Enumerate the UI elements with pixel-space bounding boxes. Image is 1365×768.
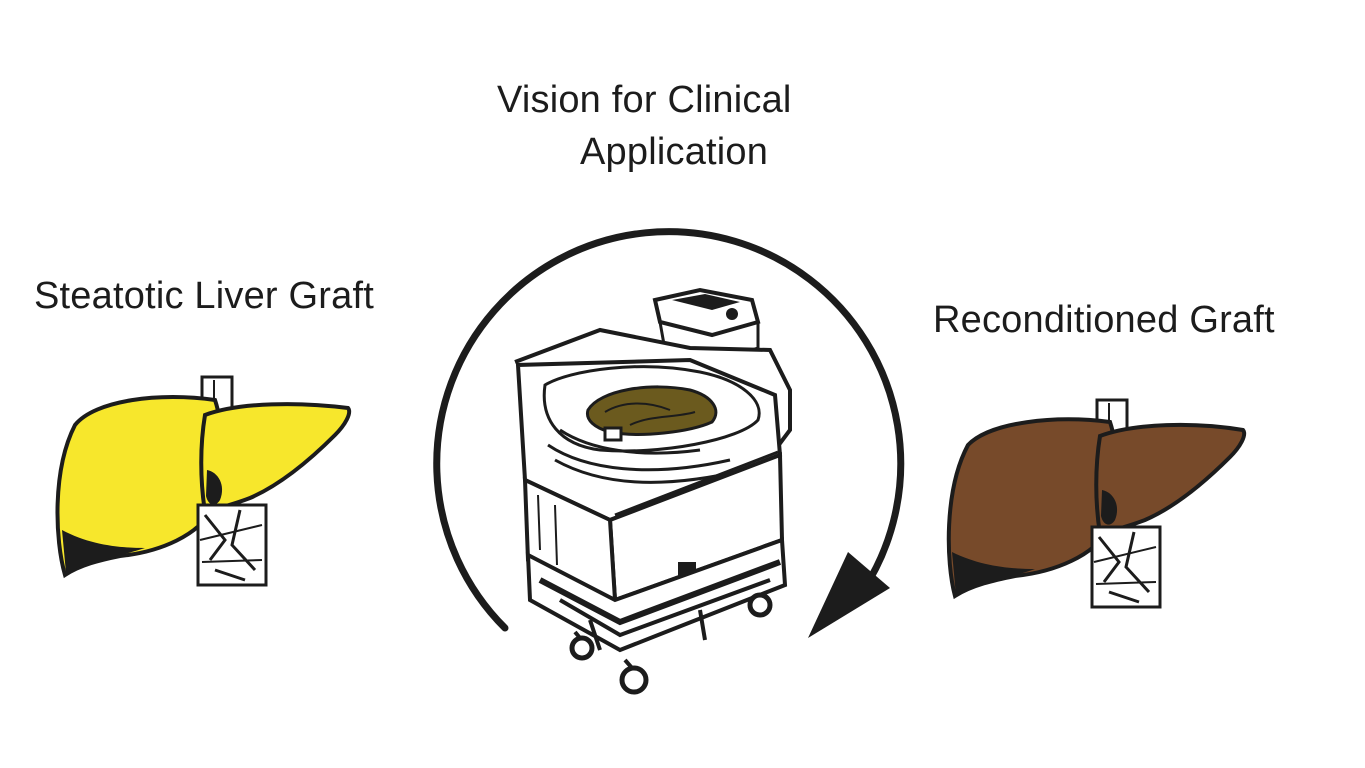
title-line-1: Vision for Clinical [497,79,792,121]
perfusion-machine-icon [514,287,792,695]
circular-arrow-icon [433,228,905,638]
reconditioned-graft-label: Reconditioned Graft [933,299,1275,341]
steatotic-liver-label: Steatotic Liver Graft [34,275,375,317]
title-line-2: Application [580,131,769,173]
steatotic-liver-icon [55,375,352,587]
reconditioned-liver-icon [946,398,1247,609]
